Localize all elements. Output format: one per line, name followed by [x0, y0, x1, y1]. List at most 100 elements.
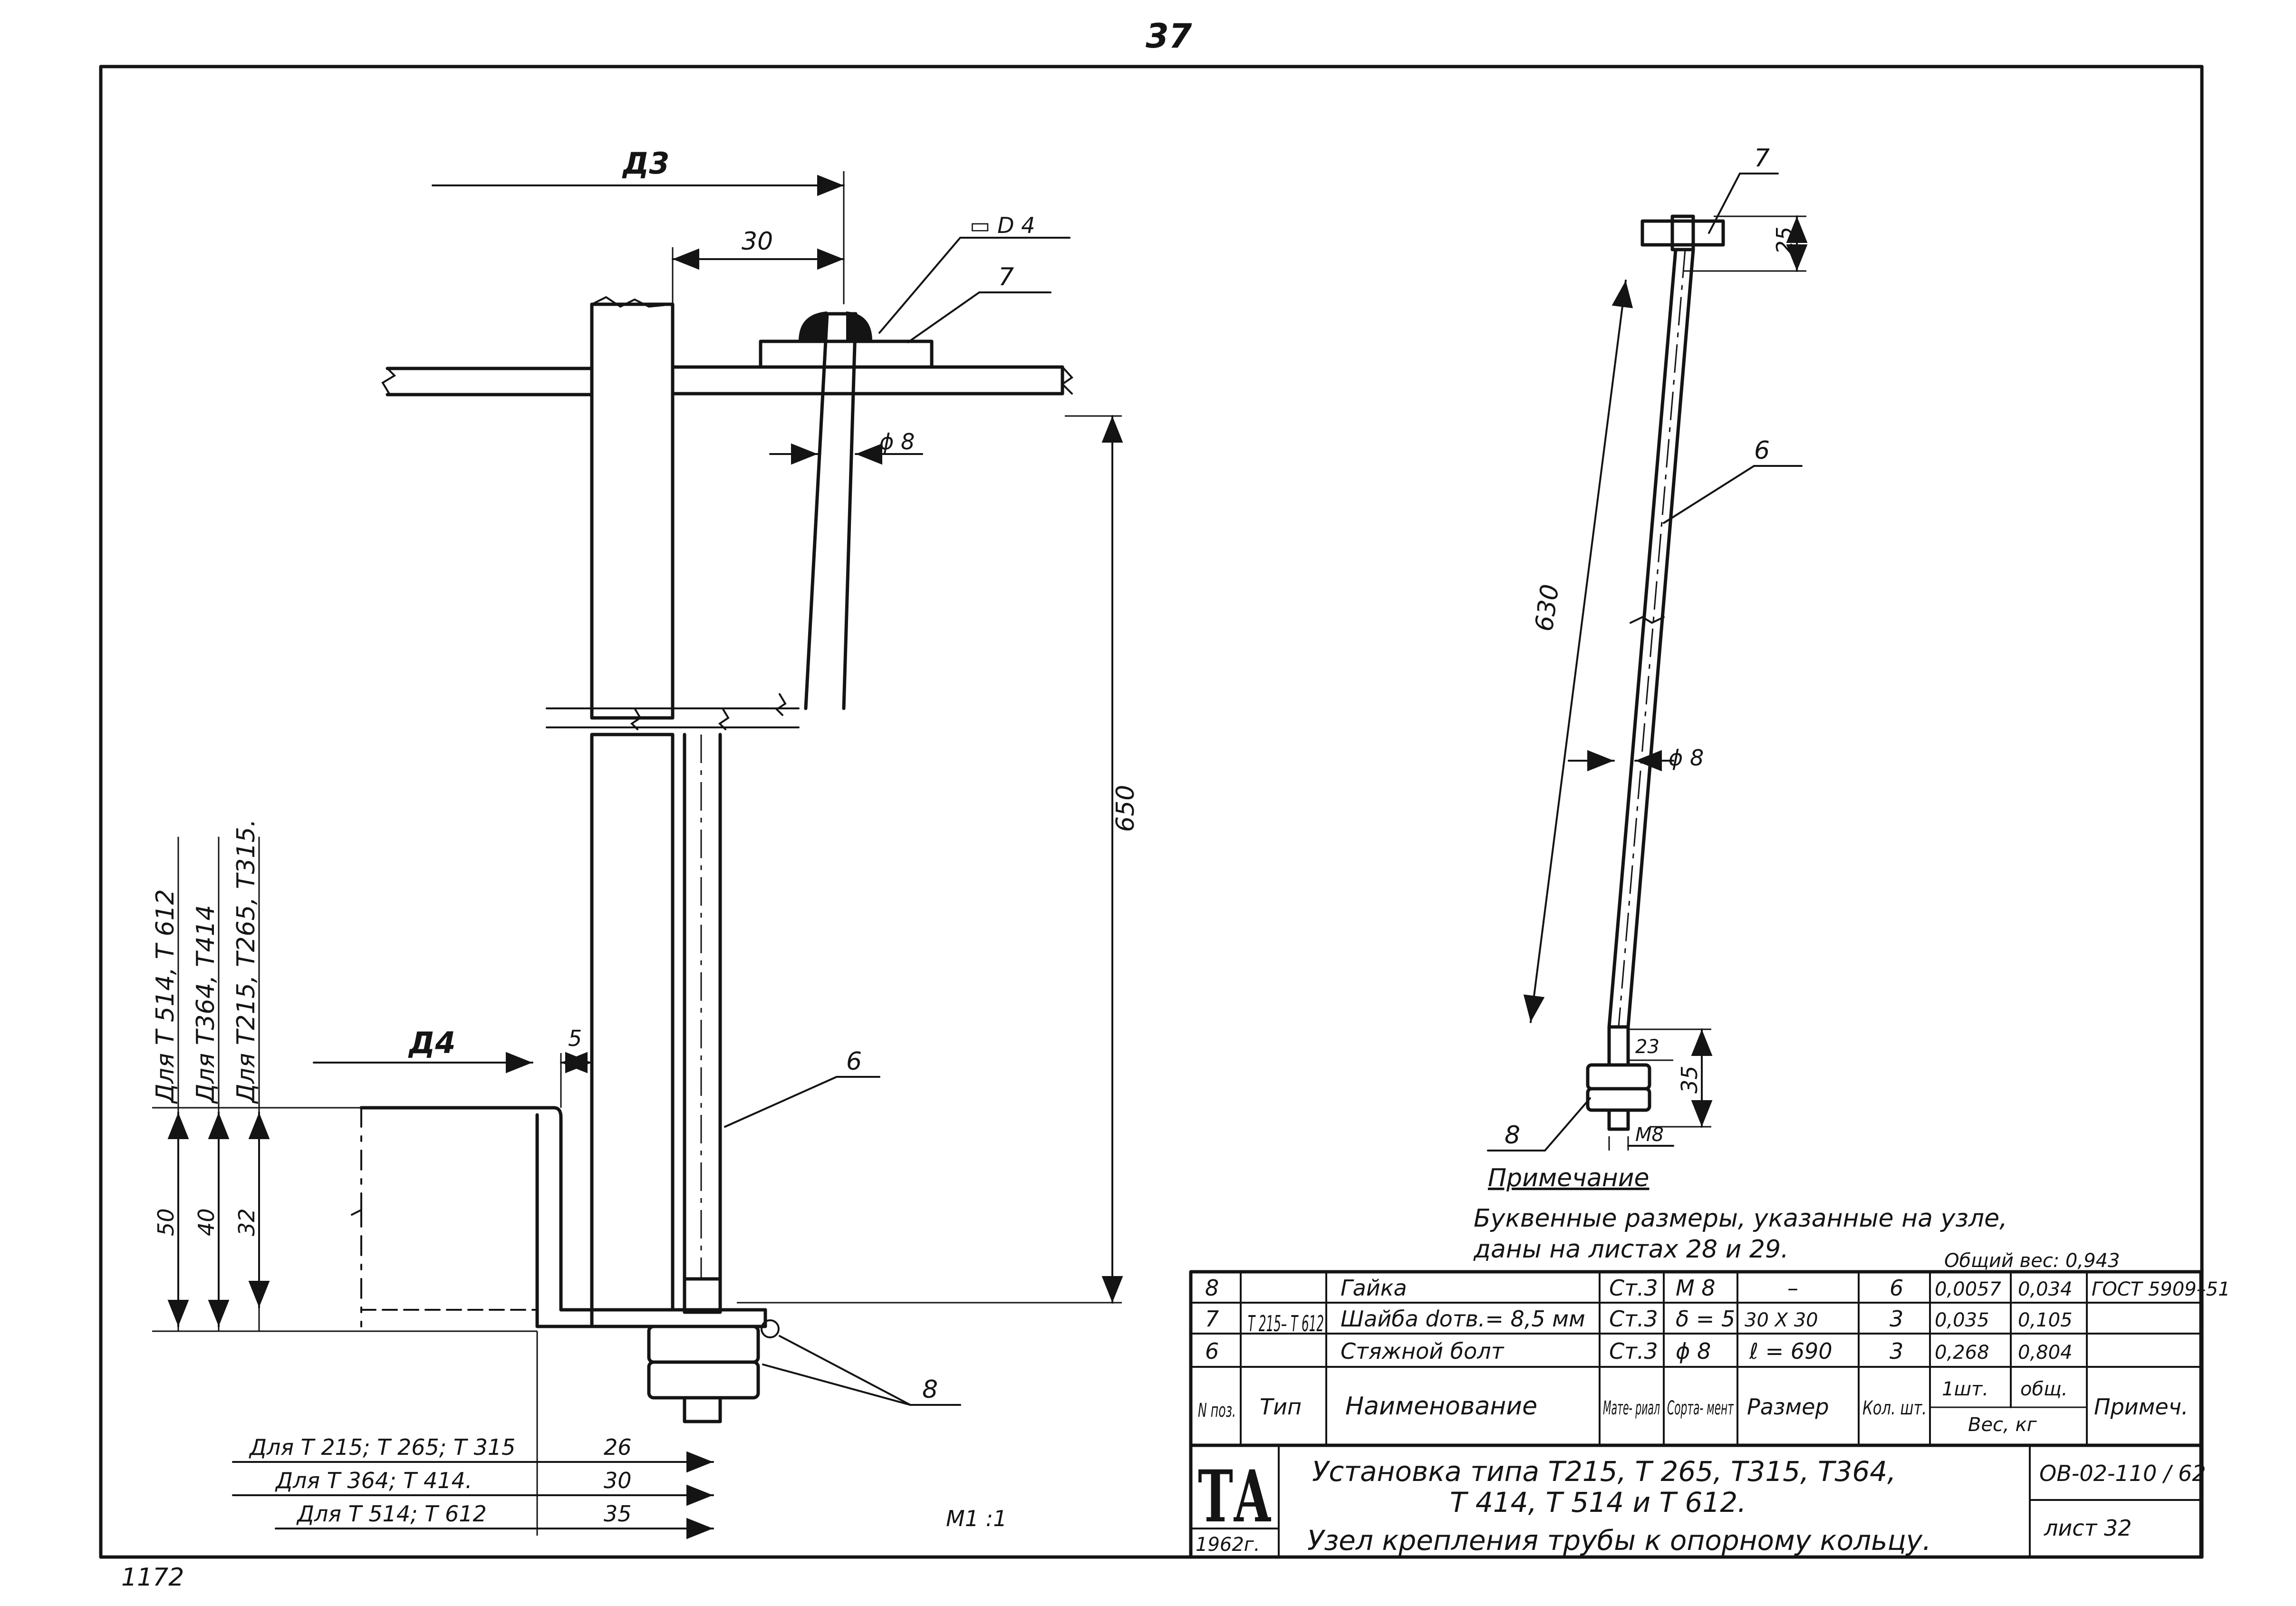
vertical-label-3: Для Т215, Т265, Т315.: [232, 819, 260, 1104]
callout-8-leader-a: [762, 1364, 911, 1406]
plate-break: [1061, 366, 1074, 395]
bottom-dim-label-2: Для Т 364; Т 414.: [275, 1468, 472, 1493]
header-name: Наименование: [1345, 1392, 1537, 1421]
dim-d3-label: Д3: [622, 146, 669, 181]
header-weight-unit: 1шт.: [1942, 1378, 1988, 1400]
right-nut-upper: [1586, 1063, 1651, 1091]
header-note: Примеч.: [2094, 1394, 2189, 1420]
nut-upper: [647, 1325, 760, 1364]
row-note: ГОСТ 5909–51: [2092, 1278, 2230, 1300]
vertical-label-columns: Для Т 514, Т 612 Для Т364, Т414 Для Т215…: [151, 819, 537, 1332]
angle-flange: [590, 1308, 767, 1328]
bolt-thread-top: [683, 1277, 722, 1314]
document-code: ОВ-02-110 / 62: [2039, 1461, 2206, 1486]
header-qty: Кол. шт.: [1862, 1397, 1927, 1419]
note-line-2: даны на листах 28 и 29.: [1473, 1235, 1789, 1264]
bottom-dim-value-3: 35: [604, 1501, 632, 1527]
weld-symbol: ▭ D 4: [970, 213, 1035, 238]
right-bolt-end: [1607, 1108, 1630, 1131]
right-bolt-left-edge: [1607, 248, 1678, 1029]
row-assortment: М 8: [1676, 1275, 1716, 1301]
ring-break: [381, 368, 396, 396]
bottom-dim-label-1: Для Т 215; Т 265; Т 315: [249, 1434, 515, 1460]
bottom-dim-value-1: 26: [604, 1434, 632, 1460]
note-block: Примечание Буквенные размеры, указанные …: [1473, 1164, 2120, 1272]
spec-table: 8 Гайка Ст.3 М 8 – 6 0,0057 0,034 ГОСТ 5…: [1189, 1270, 2230, 1447]
pipe-wall-lower: [590, 733, 675, 1312]
header-material: Мате- риал: [1603, 1397, 1660, 1419]
title-year: 1962г.: [1196, 1534, 1260, 1556]
right-callout-6: 6: [1754, 436, 1770, 465]
right-nut-lower: [1586, 1087, 1651, 1112]
washer-sketch: [761, 1319, 780, 1338]
right-bolt-right-edge: [1626, 248, 1695, 1029]
dim-d4-label: Д4: [408, 1026, 455, 1060]
callout-7-leader: [907, 291, 980, 343]
row-weight-total: 0,804: [2018, 1342, 2073, 1364]
bolt-upper-left-edge: [804, 312, 829, 710]
right-bolt-break: [1630, 616, 1665, 624]
dim-5-label: 5: [568, 1026, 582, 1051]
weld-bead-left: [799, 311, 827, 341]
row-size: 30 Х 30: [1745, 1309, 1818, 1331]
bottom-dim-label-3: Для Т 514; Т 612: [296, 1501, 487, 1527]
bottom-dimension-table: Для Т 215; Т 265; Т 315 26 Для Т 364; Т …: [232, 1331, 714, 1539]
nut-lower: [647, 1360, 760, 1400]
title-line-1: Установка типа Т215, Т 265, Т315, Т364,: [1312, 1455, 1896, 1488]
total-weight: Общий вес: 0,943: [1944, 1250, 2120, 1272]
header-assortment: Сорта- мент: [1667, 1397, 1734, 1419]
right-callout-8-leader: [1544, 1097, 1591, 1151]
dim-23-label: 23: [1635, 1036, 1659, 1058]
right-bolt-axis: [1618, 249, 1686, 1027]
row-qty: 3: [1890, 1338, 1903, 1364]
right-view: 7 25 6 630 ϕ 8 23 35: [1487, 144, 1808, 1151]
vertical-label-1: Для Т 514, Т 612: [151, 889, 180, 1104]
scale-label: M1 :1: [946, 1506, 1007, 1531]
right-callout-8: 8: [1505, 1121, 1520, 1150]
table-row: 7 Шайба dотв.= 8,5 мм Ст.3 δ = 5 30 Х 30…: [1205, 1306, 2073, 1332]
row-weight-unit: 0,268: [1935, 1342, 1989, 1364]
right-bolt-head: [1670, 214, 1695, 252]
row-pos: 6: [1205, 1338, 1219, 1364]
header-pos: N поз.: [1198, 1400, 1236, 1422]
header-weight-total: общ.: [2020, 1378, 2068, 1400]
header-weight: Вес, кг: [1968, 1414, 2037, 1436]
right-bolt-thread: [1607, 1025, 1630, 1067]
washer: [759, 339, 934, 369]
bottom-note: 1172: [121, 1563, 184, 1592]
right-callout-7-leader: [1708, 173, 1741, 234]
dim-630-label: 630: [1530, 582, 1564, 633]
dim-650-label: 650: [1111, 785, 1140, 832]
wall-top-break: [591, 296, 674, 308]
type-group: Т 215– Т 612: [1248, 1311, 1324, 1336]
note-line-1: Буквенные размеры, указанные на узле,: [1474, 1204, 2007, 1233]
dim-25-label: 25: [1772, 226, 1797, 254]
callout-7: 7: [998, 263, 1014, 291]
left-view: Д3 30 ▭ D 4 7 ϕ: [151, 146, 1140, 1539]
right-callout-6-leader: [1663, 465, 1755, 524]
dim-40-label: 40: [193, 1208, 219, 1236]
row-pos: 8: [1205, 1275, 1219, 1301]
dim-630-line: [1523, 280, 1633, 1023]
row-size: –: [1787, 1275, 1798, 1301]
row-assortment: δ = 5: [1676, 1306, 1735, 1332]
title-line-2: Т 414, Т 514 и Т 612.: [1450, 1486, 1746, 1519]
callout-6: 6: [846, 1047, 862, 1076]
right-phi8-label: ϕ 8: [1669, 745, 1704, 771]
callout-6-leader: [724, 1076, 838, 1128]
row-material: Ст.3: [1609, 1275, 1658, 1301]
row-assortment: ϕ 8: [1676, 1338, 1711, 1364]
table-row: 8 Гайка Ст.3 М 8 – 6 0,0057 0,034 ГОСТ 5…: [1205, 1275, 2230, 1301]
callout-8-leader-b: [779, 1335, 911, 1406]
row-material: Ст.3: [1609, 1338, 1658, 1364]
right-callout-7: 7: [1754, 144, 1770, 173]
title-subtitle: Узел крепления трубы к опорному кольцу.: [1307, 1524, 1931, 1557]
pipe-wall-upper: [590, 302, 675, 720]
weld-bead-right: [846, 311, 872, 341]
row-pos: 7: [1205, 1306, 1219, 1332]
dim-50-label: 50: [153, 1208, 179, 1236]
table-row: 6 Стяжной болт Ст.3 ϕ 8 ℓ = 690 3 0,268 …: [1205, 1338, 2073, 1364]
weld-leader: [878, 237, 961, 334]
title-block-border: [1189, 1443, 2203, 1559]
